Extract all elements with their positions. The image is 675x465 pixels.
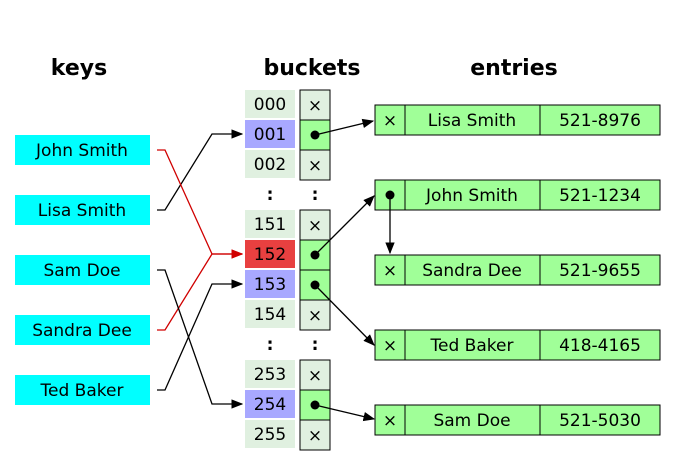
bucket-pointers	[299, 89, 331, 451]
entries-column	[374, 104, 661, 436]
arrow-lisa-to-001	[157, 129, 244, 211]
bucket-index: 000	[254, 95, 286, 115]
null-pointer-icon: ×	[308, 96, 322, 116]
bucket-cell	[245, 390, 295, 418]
bucket-pointer-marks: × × : × × : × ×	[308, 96, 322, 446]
key-label: Ted Baker	[40, 381, 124, 401]
null-pointer-icon: ×	[308, 306, 322, 326]
entry-name: Sam Doe	[433, 411, 510, 431]
buckets-column: 000 001 002 : 151 152 153 154 : 253 254 …	[245, 90, 295, 448]
key-label: Lisa Smith	[38, 201, 126, 221]
bucket-cell	[245, 420, 295, 448]
entry-sandra-dee	[374, 254, 661, 286]
bucket-index: 153	[254, 275, 286, 295]
entry-sam-doe	[374, 404, 661, 436]
arrow-152-to-john	[314, 195, 375, 256]
entry-phone: 521-8976	[559, 111, 641, 131]
key-sandra-dee: Sandra Dee	[15, 315, 150, 345]
bucket-index: 152	[254, 245, 286, 265]
buckets-header: buckets	[263, 56, 360, 81]
null-pointer-icon: ×	[383, 411, 397, 431]
bucket-ellipsis: :	[267, 185, 274, 205]
entry-phone: 418-4165	[559, 336, 641, 356]
pointer-arrows	[314, 118, 395, 422]
bucket-index: 151	[254, 215, 286, 235]
bucket-cell	[245, 120, 295, 148]
key-label: Sandra Dee	[32, 321, 132, 341]
entry-lisa-smith	[374, 104, 661, 136]
key-sam-doe: Sam Doe	[15, 255, 150, 285]
bucket-ellipsis: :	[267, 335, 274, 355]
arrow-001-to-lisa	[314, 118, 375, 136]
entry-phone: 521-1234	[559, 186, 641, 206]
hash-arrows	[157, 129, 244, 409]
null-pointer-icon: ×	[383, 111, 397, 131]
bucket-index: 254	[254, 395, 286, 415]
bucket-cell	[245, 270, 295, 298]
entry-name: John Smith	[425, 186, 518, 206]
entry-texts: × Lisa Smith 521-8976 John Smith 521-123…	[383, 111, 641, 431]
null-pointer-icon: ×	[308, 426, 322, 446]
entry-name: Lisa Smith	[428, 111, 516, 131]
arrow-254-to-sam	[314, 404, 376, 422]
bucket-index: 002	[254, 155, 286, 175]
keys-header: keys	[51, 56, 107, 81]
key-john-smith: John Smith	[15, 135, 150, 165]
bucket-ellipsis: :	[312, 185, 319, 205]
null-pointer-icon: ×	[308, 366, 322, 386]
key-ted-baker: Ted Baker	[15, 375, 150, 405]
bucket-index: 001	[254, 125, 286, 145]
arrow-153-to-ted	[314, 284, 375, 346]
entry-john-smith	[374, 179, 661, 211]
keys-column: John Smith Lisa Smith Sam Doe Sandra Dee…	[15, 135, 150, 405]
bucket-cell	[245, 360, 295, 388]
entry-ted-baker	[374, 329, 661, 361]
bucket-ellipsis: :	[312, 335, 319, 355]
key-lisa-smith: Lisa Smith	[15, 195, 150, 225]
arrow-sam-to-254	[157, 269, 244, 409]
bucket-cell-collision	[245, 240, 295, 268]
entry-name: Ted Baker	[430, 336, 514, 356]
null-pointer-icon: ×	[383, 261, 397, 281]
null-pointer-icon: ×	[308, 156, 322, 176]
entries-header: entries	[470, 56, 558, 81]
entry-phone: 521-9655	[559, 261, 641, 281]
entry-name: Sandra Dee	[422, 261, 522, 281]
bucket-cell	[245, 150, 295, 178]
bucket-cell	[245, 300, 295, 328]
entry-phone: 521-5030	[559, 411, 641, 431]
arrow-sandra-to-152	[157, 249, 244, 331]
key-label: Sam Doe	[43, 261, 120, 281]
null-pointer-icon: ×	[383, 336, 397, 356]
bucket-cell	[245, 210, 295, 238]
bucket-index: 253	[254, 365, 286, 385]
bucket-index: 255	[254, 425, 286, 445]
arrow-ted-to-153	[157, 279, 244, 391]
bucket-cell	[245, 90, 295, 118]
null-pointer-icon: ×	[308, 216, 322, 236]
key-label: John Smith	[35, 141, 128, 161]
bucket-index: 154	[254, 305, 286, 325]
